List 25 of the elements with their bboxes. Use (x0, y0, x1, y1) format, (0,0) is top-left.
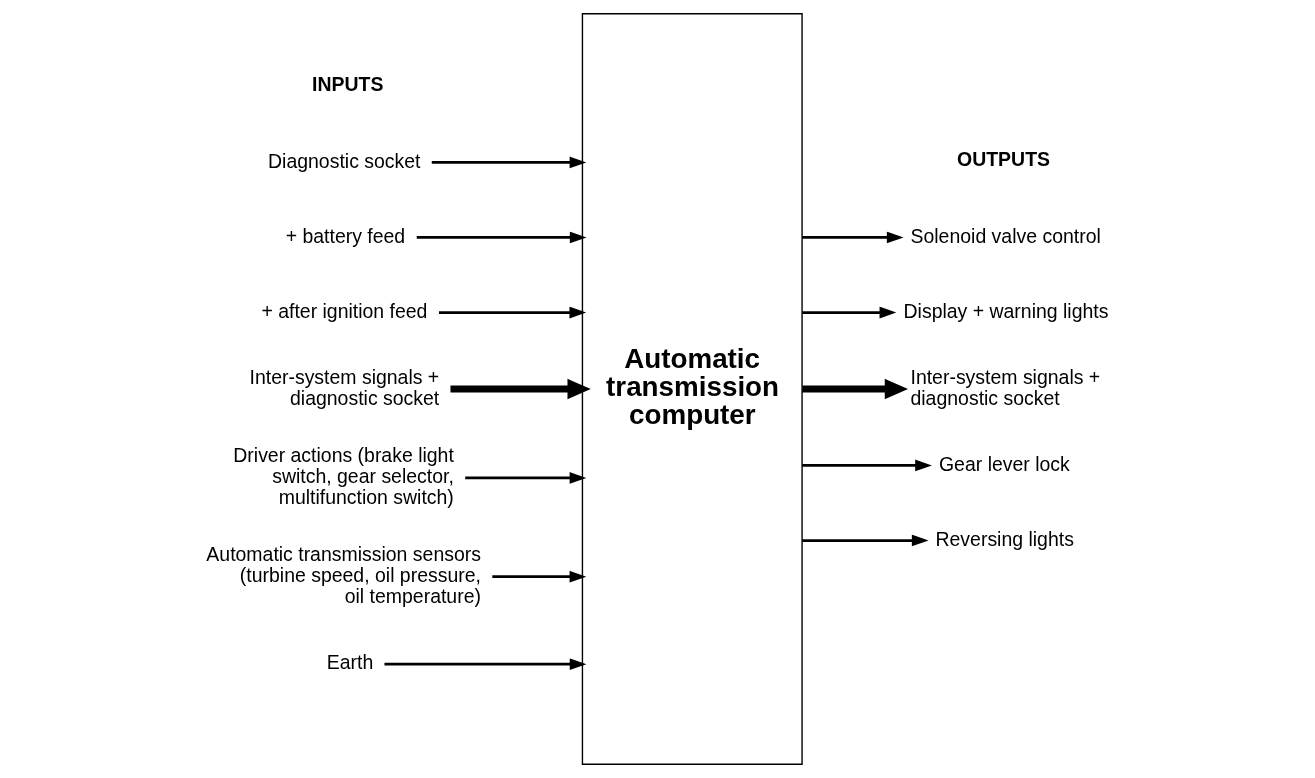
label: INPUTS (312, 73, 384, 96)
arrow (416, 231, 587, 244)
node-text: Diagnostic socket (268, 149, 421, 172)
arrow (492, 570, 587, 583)
arrow (802, 534, 929, 547)
node-box: Automatic transmission computer (581, 13, 803, 765)
node-text: Solenoid valve control (910, 224, 1101, 247)
node-text: Inter-system signals + diagnostic socket (910, 365, 1101, 409)
label: OUTPUTS (957, 148, 1051, 171)
node-text: Earth (326, 651, 374, 674)
node-text: Driver actions (brake light switch, gear selector, multifunction switch) (233, 444, 454, 508)
node-text: Gear lever lock (938, 452, 1070, 475)
arrow (802, 459, 932, 472)
node-text: + after ignition feed (261, 299, 428, 322)
node-text: + battery feed (285, 224, 406, 247)
arrow (384, 658, 587, 671)
arrow (431, 156, 587, 169)
arrow (438, 306, 587, 319)
node-text: Automatic transmission sensors (turbine speed, oil pressure, oil temperature) (206, 542, 481, 607)
arrow (465, 472, 587, 484)
node-text: Display + warning lights (903, 299, 1109, 322)
node-text: Reversing lights (935, 527, 1074, 550)
arrow (802, 231, 904, 244)
arrow (802, 306, 897, 319)
node-text: Inter-system signals + diagnostic socket (249, 365, 440, 409)
